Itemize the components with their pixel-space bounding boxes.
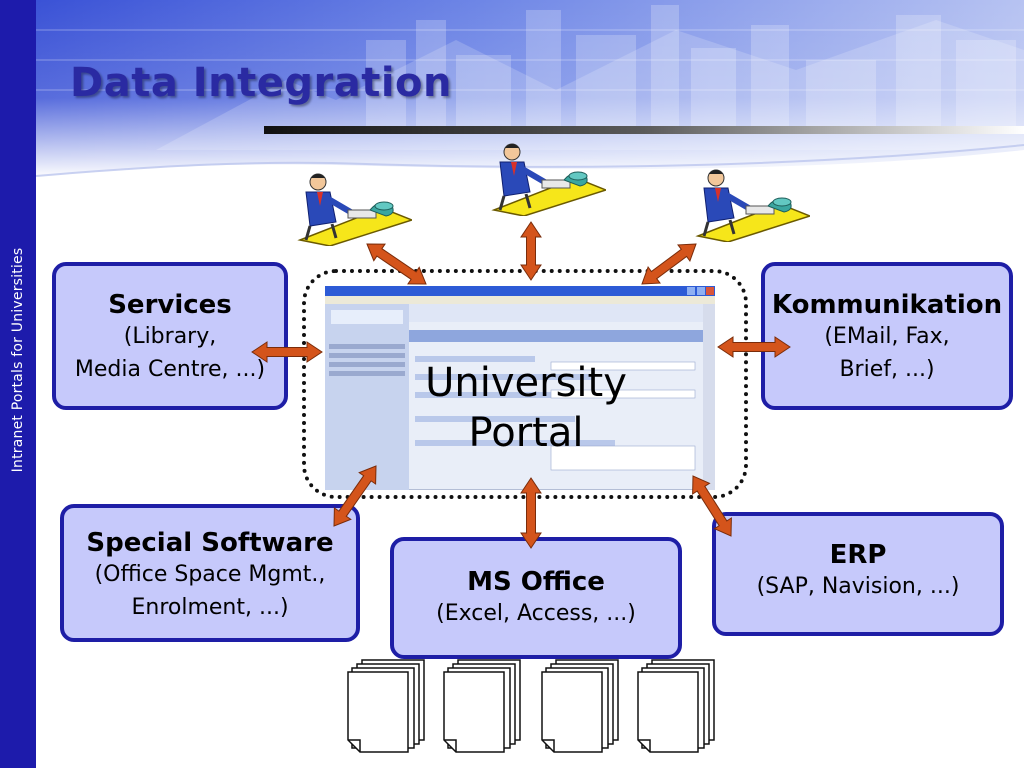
ms-office-title: MS Office xyxy=(467,567,605,597)
office-worker-icon xyxy=(292,170,415,250)
special-software-box: Special Software (Office Space Mgmt., En… xyxy=(60,504,360,642)
ms-office-box: MS Office (Excel, Access, ...) xyxy=(390,537,682,659)
services-title: Services xyxy=(108,290,232,320)
sidebar-text: Intranet Portals for Universities xyxy=(10,247,26,473)
portal-label-line2: Portal xyxy=(468,410,584,456)
document-stack-icon xyxy=(346,658,430,762)
portal-screenshot xyxy=(325,286,715,490)
slide-title: Data Integration xyxy=(70,60,452,106)
services-box: Services (Library, Media Centre, ...) xyxy=(52,262,288,410)
sidebar-caption: Intranet Portals for Universities xyxy=(2,230,34,490)
office-worker-icon xyxy=(486,140,609,220)
kommunikation-line1: (EMail, Fax, xyxy=(824,324,950,349)
kommunikation-line2: Brief, ...) xyxy=(839,357,935,382)
kommunikation-title: Kommunikation xyxy=(771,290,1003,320)
document-stack-icon xyxy=(636,658,720,762)
title-underline xyxy=(264,126,1024,134)
erp-line1: (SAP, Navision, ...) xyxy=(756,574,960,599)
special-software-line2: Enrolment, ...) xyxy=(131,595,289,620)
special-software-line1: (Office Space Mgmt., xyxy=(94,562,326,587)
portal-label: University Portal xyxy=(404,358,648,458)
ms-office-line1: (Excel, Access, ...) xyxy=(436,601,636,626)
services-line1: (Library, xyxy=(123,324,217,349)
document-stack-icon xyxy=(442,658,526,762)
kommunikation-box: Kommunikation (EMail, Fax, Brief, ...) xyxy=(761,262,1013,410)
document-stack-icon xyxy=(540,658,624,762)
office-worker-icon xyxy=(690,166,813,246)
special-software-title: Special Software xyxy=(86,528,334,558)
services-line2: Media Centre, ...) xyxy=(74,357,266,382)
erp-box: ERP (SAP, Navision, ...) xyxy=(712,512,1004,636)
erp-title: ERP xyxy=(829,540,887,570)
sidebar xyxy=(0,0,36,768)
portal-label-line1: University xyxy=(425,360,627,406)
